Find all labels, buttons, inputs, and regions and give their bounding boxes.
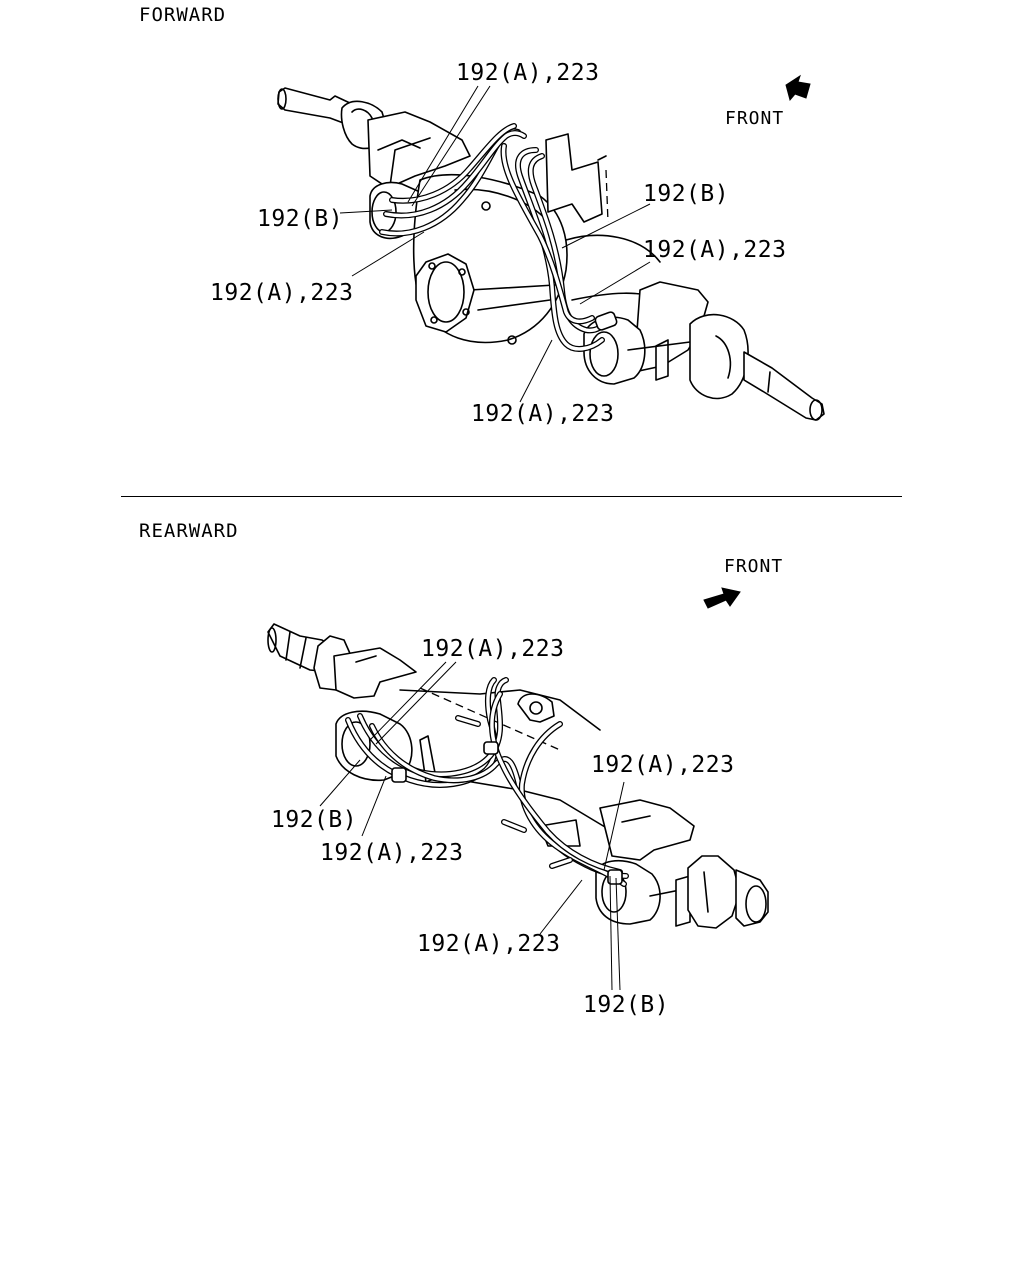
- callout-rearward-top: 192(A),223: [421, 636, 565, 662]
- callout-rearward-bottom-a: 192(A),223: [417, 931, 561, 957]
- front-arrow-forward: [785, 74, 811, 102]
- callout-rearward-left-b: 192(B): [271, 807, 358, 833]
- callout-forward-left-a: 192(A),223: [210, 280, 354, 306]
- front-label-forward: FRONT: [725, 108, 785, 129]
- callout-rearward-right: 192(A),223: [591, 752, 735, 778]
- forward-leader-lines: [339, 85, 651, 403]
- section-title-forward: FORWARD: [139, 4, 227, 26]
- rearward-air-hoses: [345, 677, 629, 887]
- forward-air-hoses: [379, 123, 618, 352]
- front-arrow-rearward: [703, 587, 741, 609]
- forward-axle-assembly: [277, 87, 825, 421]
- callout-forward-bottom: 192(A),223: [471, 401, 615, 427]
- front-label-rearward: FRONT: [724, 556, 784, 577]
- callout-rearward-bottom-b: 192(B): [583, 992, 670, 1018]
- section-divider: [121, 496, 902, 497]
- callout-forward-right-b: 192(B): [643, 181, 730, 207]
- rearward-axle-assembly: [267, 623, 769, 929]
- callout-forward-left-b: 192(B): [257, 206, 344, 232]
- callout-forward-right-a: 192(A),223: [643, 237, 787, 263]
- callout-rearward-left-a: 192(A),223: [320, 840, 464, 866]
- section-title-rearward: REARWARD: [139, 520, 239, 542]
- rearward-leader-lines: [319, 661, 625, 991]
- callout-forward-top: 192(A),223: [456, 60, 600, 86]
